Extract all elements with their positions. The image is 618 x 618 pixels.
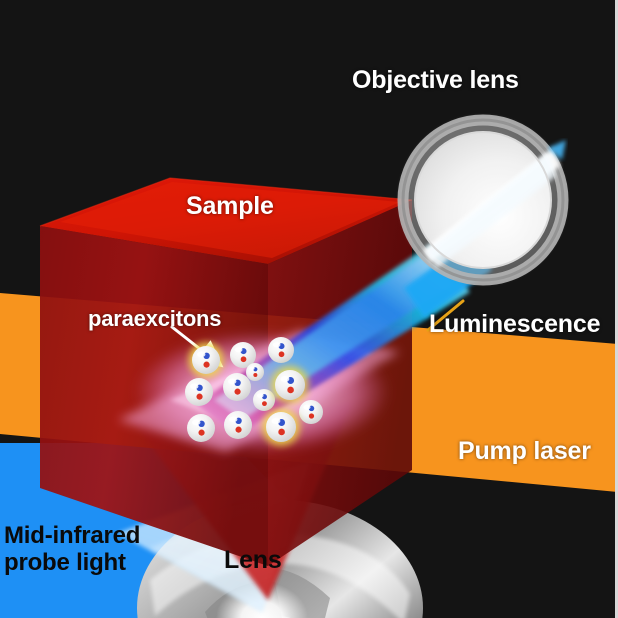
exciton-hole-dot — [203, 361, 210, 368]
label-luminescence: Luminescence — [429, 310, 601, 338]
exciton-hole-dot — [308, 413, 315, 419]
exciton-hole-dot — [196, 393, 203, 400]
exciton-particle — [299, 400, 323, 424]
exciton-specular-highlight — [271, 418, 281, 424]
exciton-sphere — [275, 370, 305, 400]
exciton-hole-dot — [278, 428, 285, 436]
exciton-specular-highlight — [192, 419, 201, 426]
exciton-sphere — [224, 411, 252, 439]
exciton-hole-dot — [240, 356, 247, 363]
exciton-specular-highlight — [249, 366, 255, 371]
exciton-specular-highlight — [256, 393, 264, 398]
exciton-particle — [268, 337, 294, 363]
exciton-particle-glowing — [184, 338, 228, 382]
exciton-specular-highlight — [280, 376, 290, 382]
exciton-hole-dot — [235, 426, 242, 433]
exciton-sphere — [266, 412, 296, 442]
objective-lens — [397, 114, 569, 286]
exciton-hole-dot — [253, 372, 258, 377]
exciton-sphere — [268, 337, 294, 363]
exciton-specular-highlight — [234, 347, 243, 353]
exciton-particle — [187, 414, 215, 442]
exciton-particle — [230, 342, 256, 368]
label-paraexcitons: paraexcitons — [88, 306, 222, 331]
exciton-particle — [224, 411, 252, 439]
exciton-sphere — [187, 414, 215, 442]
label-mid-infrared-probe-light: Mid-infrared probe light — [4, 522, 141, 576]
exciton-sphere — [192, 346, 220, 374]
exciton-sphere — [223, 373, 251, 401]
exciton-hole-dot — [234, 388, 241, 395]
exciton-specular-highlight — [197, 351, 206, 358]
exciton-specular-highlight — [303, 404, 311, 410]
exciton-sphere — [185, 378, 213, 406]
label-lens: Lens — [224, 546, 282, 574]
exciton-specular-highlight — [228, 378, 237, 385]
exciton-specular-highlight — [229, 416, 238, 423]
exciton-hole-dot — [198, 429, 205, 436]
exciton-particle — [185, 378, 213, 406]
exciton-hole-dot — [278, 351, 285, 358]
label-objective-lens: Objective lens — [352, 66, 519, 94]
exciton-particle — [223, 373, 251, 401]
exciton-particle-glowing — [266, 361, 314, 409]
exciton-hole-dot — [262, 401, 267, 407]
exciton-specular-highlight — [272, 342, 281, 348]
label-pump-laser: Pump laser — [458, 437, 591, 465]
luminescence-pointer-line — [426, 299, 465, 332]
exciton-particles — [184, 337, 323, 451]
exciton-particle-glowing — [257, 403, 305, 451]
exciton-particle — [246, 363, 264, 381]
exciton-specular-highlight — [190, 383, 199, 390]
exciton-sphere — [246, 363, 264, 381]
label-sample: Sample — [186, 192, 274, 220]
exciton-hole-dot — [287, 386, 294, 394]
